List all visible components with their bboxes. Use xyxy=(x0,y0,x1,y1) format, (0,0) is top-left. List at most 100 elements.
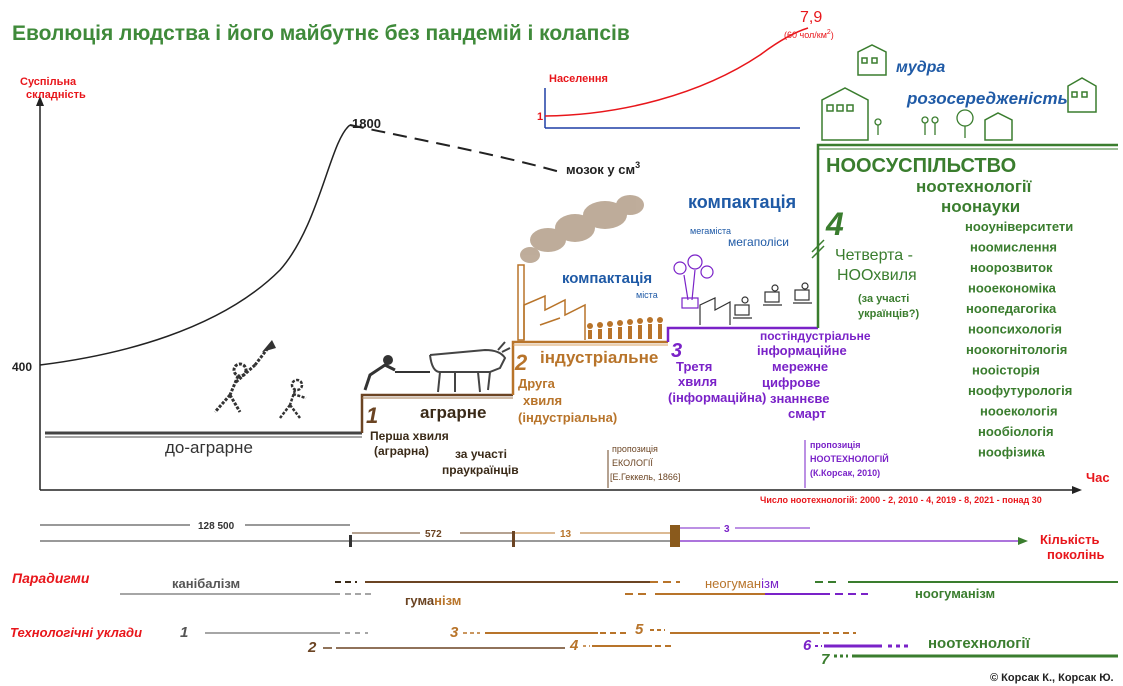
tech-mode-nootechnologies: ноотехнології xyxy=(928,635,1031,652)
postindustrial-term: інформаційне xyxy=(757,343,847,358)
noo-term: нооекологія xyxy=(980,404,1058,419)
noo-term: ноофізика xyxy=(978,445,1046,460)
population-start: 1 xyxy=(537,111,543,123)
brain-curve: 1800 мозок у см3 xyxy=(39,116,640,366)
postindustrial-term: постіндустріальне xyxy=(760,329,871,343)
wave-3-label: (інформаційна) xyxy=(668,390,766,405)
flowers-icon xyxy=(673,254,714,309)
agrarian-step xyxy=(360,393,513,433)
tech-mode-number: 3 xyxy=(450,624,459,641)
noo-terms-list: нооуніверситети ноомислення ноорозвиток ноо… xyxy=(965,219,1073,460)
factory-icon xyxy=(517,264,586,341)
tech-mode-number: 6 xyxy=(803,637,812,654)
noosociety-step xyxy=(816,143,1118,328)
tech-modes-label: Технологічні уклади xyxy=(10,625,142,640)
brain-volume-curve xyxy=(39,124,351,366)
wave-3-label: хвиля xyxy=(678,374,717,389)
eco-proposition-text: [Е.Геккель, 1866] xyxy=(610,472,680,482)
generations-count: 13 xyxy=(560,529,572,540)
nootechnologies-heading: ноотехнології xyxy=(916,177,1033,196)
generations-count: 3 xyxy=(724,524,730,535)
wave-2-label: хвиля xyxy=(523,393,562,408)
noo-term: ноофутурологія xyxy=(968,383,1072,398)
copyright: © Корсак К., Корсак Ю. xyxy=(990,672,1114,684)
office-workers-icon xyxy=(699,282,812,325)
postindustrial-step xyxy=(666,326,818,342)
wave-3-label: Третя xyxy=(676,359,712,374)
stage-agrarian: аграрне xyxy=(420,403,486,422)
paradigm-cannibalism: канібалізм xyxy=(172,576,240,591)
x-axis-label: Час xyxy=(1086,470,1110,485)
generations-count: 128 500 xyxy=(198,521,235,532)
megacities-label: мегаміста xyxy=(690,226,731,236)
noo-proposition: пропозиція НООТЕХНОЛОГІЙ (К.Корсак, 2010… xyxy=(804,440,889,488)
compaction-1: компактація xyxy=(562,270,652,287)
wise-label: мудра xyxy=(896,59,945,76)
wave-4-participation: (за участі xyxy=(858,293,909,305)
noo-people-icon xyxy=(874,109,974,138)
wave-1-label: (аграрна) xyxy=(374,444,429,458)
houses-icon xyxy=(821,44,1097,141)
postindustrial-term: мережне xyxy=(772,359,828,374)
y-axis-label: складність xyxy=(26,89,86,101)
y-axis-arrow-icon xyxy=(36,96,44,106)
wave-4-label: НООхвиля xyxy=(837,267,917,284)
noo-proposition-text: (К.Корсак, 2010) xyxy=(810,468,880,478)
noo-proposition-text: пропозиція xyxy=(810,440,861,450)
paradigm-humanism: гуманізм xyxy=(405,593,461,608)
eco-proposition: пропозиція ЕКОЛОГІЇ [Е.Геккель, 1866] xyxy=(607,444,680,488)
postindustrial-term: смарт xyxy=(788,406,826,421)
wave-1-number: 1 xyxy=(366,403,378,428)
wave-4-number: 4 xyxy=(825,206,844,242)
generations-row: 128 500 572 13 3 Кількість поколінь xyxy=(40,521,1104,562)
noo-count-note: Число ноотехнологій: 2000 - 2, 2010 - 4,… xyxy=(760,495,1042,505)
generations-arrow-icon xyxy=(1018,537,1028,545)
smoke-cloud-icon xyxy=(520,195,644,263)
noo-term: ноорозвиток xyxy=(970,260,1053,275)
stage-pre-agrarian: до-аграрне xyxy=(165,438,253,457)
paradigms-row: Парадигми канібалізм гуманізм неогуманіз… xyxy=(12,570,1118,608)
noo-term: ноокогнітологія xyxy=(966,342,1067,357)
tech-mode-number: 4 xyxy=(569,637,579,654)
eco-proposition-text: пропозиція xyxy=(612,444,658,454)
spear-icon xyxy=(262,340,276,352)
paradigm-noohumanism: ноогуманізм xyxy=(915,586,995,601)
noo-term: ноoбіологія xyxy=(978,424,1054,439)
stage-industrial: індустріальне xyxy=(540,348,658,367)
noosciences-heading: ноонауки xyxy=(941,197,1020,216)
dispersal-label: розосередженість xyxy=(906,89,1068,108)
noo-proposition-text: НООТЕХНОЛОГІЙ xyxy=(810,453,889,464)
noo-term: нооекономіка xyxy=(968,281,1057,296)
noosociety-title: НООСУСПІЛЬСТВО xyxy=(826,155,1016,177)
brain-peak-label: 1800 xyxy=(352,116,381,131)
wave-1-label: Перша хвиля xyxy=(370,429,449,443)
brain-volume-forecast xyxy=(349,124,561,173)
tech-mode-number: 7 xyxy=(821,651,830,668)
wave-2-label: Друга xyxy=(518,376,556,391)
compaction-2: компактація xyxy=(688,192,796,212)
population-curve xyxy=(544,27,809,117)
megapolises-label: мегаполіси xyxy=(728,235,789,249)
wave-3-number: 3 xyxy=(671,340,682,362)
paradigms-label: Парадигми xyxy=(12,570,90,586)
postindustrial-term: знаннєве xyxy=(770,391,829,406)
brain-label: мозок у см3 xyxy=(566,160,640,177)
tech-modes-row: Технологічні уклади 1 2 3 4 5 6 7 ноотех… xyxy=(10,621,1118,668)
population-end: 7,9 xyxy=(800,9,822,26)
noo-term: ноопедагогіка xyxy=(966,301,1057,316)
wave-2-label: (індустріальна) xyxy=(518,410,617,425)
wave-4-participation: українців?) xyxy=(858,308,919,320)
postindustrial-term: цифрове xyxy=(762,375,820,390)
noo-term: нооуніверситети xyxy=(965,219,1073,234)
wave-4-label: Четверта - xyxy=(835,247,913,264)
generations-count: 572 xyxy=(425,529,442,540)
noo-term: ноомислення xyxy=(970,240,1057,255)
population-inset: Населення 1 7,9 (60 чол/км2) xyxy=(537,9,834,129)
wave-1-participation: за участі xyxy=(455,447,507,461)
tech-mode-number: 2 xyxy=(307,639,317,656)
x-axis-arrow-icon xyxy=(1072,486,1082,494)
running-child-icon xyxy=(279,378,307,419)
people-row-icon xyxy=(587,317,663,339)
cities-label: міста xyxy=(636,290,658,300)
